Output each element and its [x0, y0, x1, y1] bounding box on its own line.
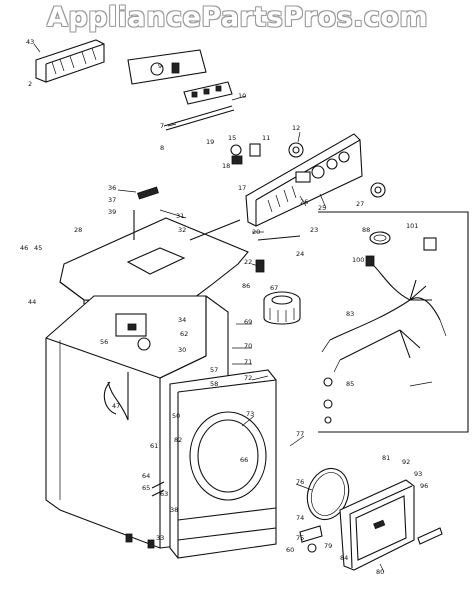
front-panel	[169, 369, 277, 559]
callout-60: 60	[286, 546, 294, 554]
callout-10: 10	[238, 92, 246, 100]
hinge-parts	[299, 525, 323, 553]
callout-8: 8	[160, 144, 164, 152]
callout-28: 28	[74, 226, 82, 234]
callout-44: 44	[28, 298, 36, 306]
leveling-feet	[125, 481, 165, 549]
callout-24: 24	[296, 250, 304, 258]
callout-92: 92	[402, 458, 410, 466]
console-backsplash	[245, 133, 386, 227]
callout-72: 72	[244, 374, 252, 382]
callout-84: 84	[340, 554, 348, 562]
callout-100: 100	[352, 256, 364, 264]
callout-61: 61	[150, 442, 158, 450]
callout-46: 46	[20, 244, 28, 252]
callout-50: 50	[172, 412, 180, 420]
callout-47: 47	[112, 402, 120, 410]
callout-33: 33	[156, 534, 164, 542]
watermark-text: AppliancePartsPros.com	[46, 2, 429, 33]
callout-7: 7	[160, 122, 164, 130]
callout-27: 27	[356, 200, 364, 208]
callout-57: 57	[210, 366, 218, 374]
callout-15: 15	[228, 134, 236, 142]
callout-45: 45	[34, 244, 42, 252]
callout-71: 71	[244, 358, 252, 366]
callout-77: 77	[296, 430, 304, 438]
callout-75: 75	[296, 534, 304, 542]
callout-17: 17	[238, 184, 246, 192]
callout-9: 9	[158, 62, 162, 70]
callout-26: 26	[300, 198, 308, 206]
loading-door	[339, 479, 443, 571]
callout-86: 86	[242, 282, 250, 290]
mounting-plate	[127, 49, 207, 85]
callout-38: 38	[170, 506, 178, 514]
callout-56: 56	[100, 338, 108, 346]
callout-96: 96	[420, 482, 428, 490]
callout-32: 32	[178, 226, 186, 234]
shaft-rod	[163, 105, 235, 131]
callout-18: 18	[222, 162, 230, 170]
callout-81: 81	[382, 454, 390, 462]
callout-69: 69	[244, 318, 252, 326]
timer-switch-block	[183, 81, 233, 105]
callout-30: 30	[178, 346, 186, 354]
callout-65: 65	[142, 484, 150, 492]
callout-73: 73	[246, 410, 254, 418]
leader-lines	[33, 43, 385, 573]
callout-37: 37	[108, 196, 116, 204]
callout-22: 22	[244, 258, 252, 266]
callout-25: 25	[318, 204, 326, 212]
callout-70: 70	[244, 342, 252, 350]
callout-83: 83	[346, 310, 354, 318]
callout-76: 76	[296, 478, 304, 486]
console-end-bracket	[35, 39, 105, 83]
callout-85: 85	[346, 380, 354, 388]
callout-93: 93	[414, 470, 422, 478]
knob-parts	[230, 142, 304, 165]
callout-82: 82	[174, 436, 182, 444]
top-cover	[59, 186, 249, 305]
callout-66: 66	[240, 456, 248, 464]
callout-79: 79	[324, 542, 332, 550]
drain-pump	[255, 235, 301, 325]
callout-2: 2	[28, 80, 32, 88]
callout-12: 12	[292, 124, 300, 132]
callout-74: 74	[296, 514, 304, 522]
callout-62: 62	[180, 330, 188, 338]
callout-43: 43	[26, 38, 34, 46]
callout-34: 34	[178, 316, 186, 324]
callout-88: 88	[362, 226, 370, 234]
callout-101: 101	[406, 222, 418, 230]
callout-63: 63	[160, 490, 168, 498]
callout-39: 39	[108, 208, 116, 216]
callout-67: 67	[270, 284, 278, 292]
callout-11: 11	[262, 134, 270, 142]
callout-80: 80	[376, 568, 384, 576]
wiring-harness-inset	[318, 211, 469, 433]
callout-19: 19	[206, 138, 214, 146]
cabinet-body	[45, 295, 229, 549]
door-gasket	[306, 467, 350, 521]
callout-64: 64	[142, 472, 150, 480]
callout-23: 23	[310, 226, 318, 234]
callout-58: 58	[210, 380, 218, 388]
callout-36: 36	[108, 184, 116, 192]
